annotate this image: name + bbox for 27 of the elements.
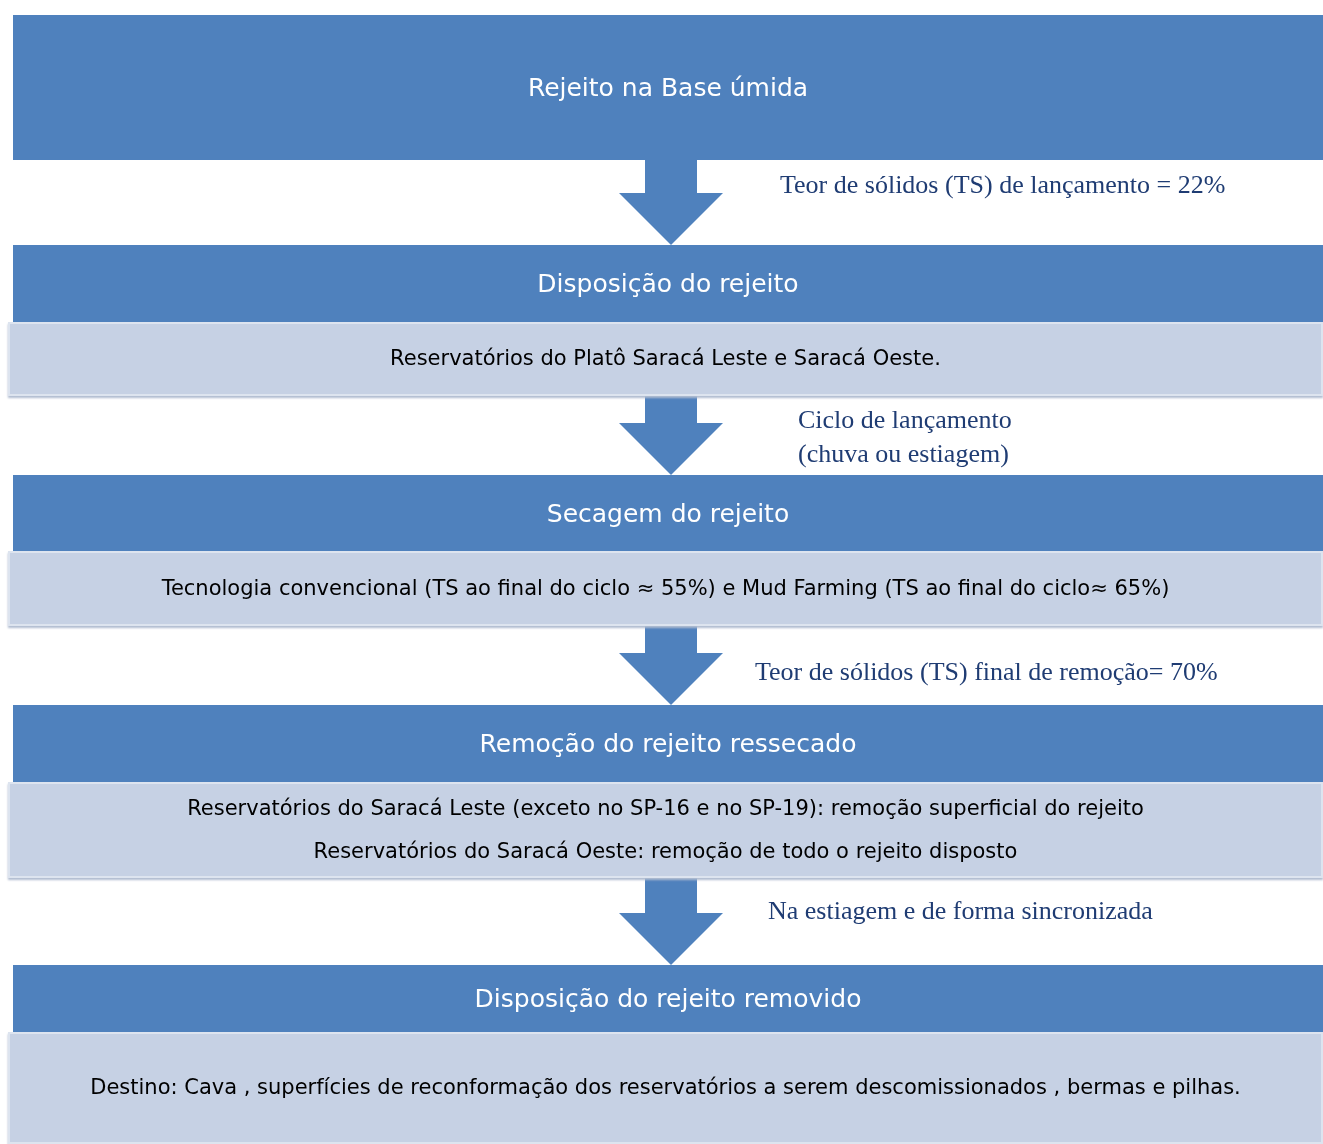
step-detail-panel [8,322,1323,396]
block-arrow [619,160,723,245]
block-arrow [619,626,723,705]
step-description: Reservatórios do Saracá Oeste: remoção de todo o rejeito disposto [313,838,1018,865]
step-title: Disposição do rejeito removido [474,983,862,1015]
step-title: Disposição do rejeito [537,268,799,300]
edge-label: Teor de sólidos (TS) de lançamento = 22% [780,169,1227,201]
step-description: Reservatórios do Saracá Leste (exceto no SP-16 e no SP-19): remoção superficial do rejeito [187,794,1144,822]
block-arrow [619,878,723,965]
step-header [13,965,1323,1032]
step-title: Secagem do rejeito [546,497,790,530]
step-header [13,475,1323,551]
step-detail-panel [8,551,1323,626]
step-detail-panel [8,782,1323,878]
step-detail-panel [8,1032,1323,1144]
step-description: Tecnologia convencional (TS ao final do ciclo ≈ 55%) e Mud Farming (TS ao final do ciclo≈ 65%) [161,574,1170,602]
edge-label: Na estiagem e de forma sincronizada [768,895,1154,927]
edge-label: Teor de sólidos (TS) final de remoção= 70% [755,656,1219,688]
block-arrow [619,396,723,475]
step-description: Reservatórios do Platô Saracá Leste e Saracá Oeste. [390,345,941,373]
step-description: Destino: Cava , superfícies de reconformação dos reservatórios a serem descomissionados , bermas e pilhas. [90,1074,1241,1102]
step-title: Rejeito na Base úmida [527,72,809,104]
step-header [13,15,1323,160]
step-header [13,705,1323,782]
edge-label: Ciclo de lançamento (chuva ou estiagem) [798,404,1013,470]
step-title: Remoção do rejeito ressecado [479,728,857,760]
step-header [13,245,1323,322]
